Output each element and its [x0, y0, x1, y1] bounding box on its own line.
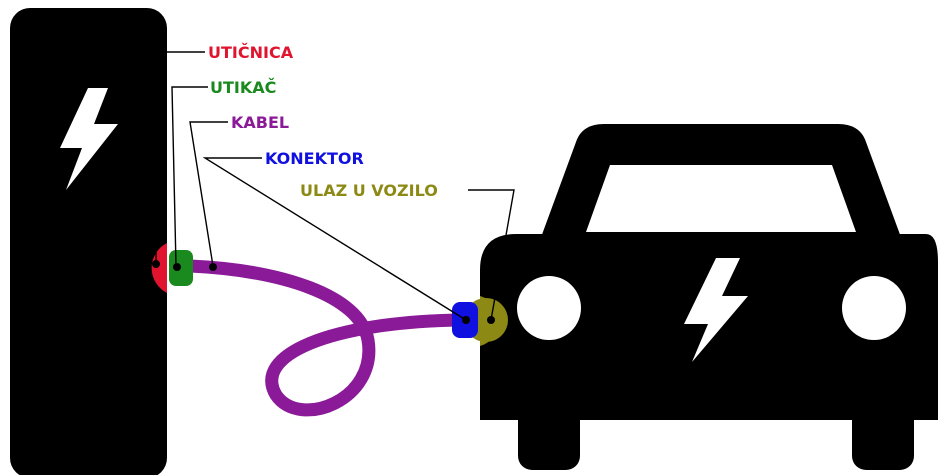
charging-station [10, 8, 167, 475]
label-utikac: UTIKAČ [210, 78, 276, 97]
label-uticnica: UTIČNICA [208, 43, 294, 62]
car [480, 124, 938, 470]
leader-lines [155, 51, 515, 321]
label-konektor: KONEKTOR [265, 149, 364, 168]
label-ulaz: ULAZ U VOZILO [300, 181, 438, 200]
leader-konektor [202, 157, 467, 321]
dot-ulaz [487, 316, 495, 324]
leader-utikac [171, 86, 208, 267]
leader-ulaz [468, 189, 515, 321]
car-headlight-left [517, 276, 581, 340]
leader-uticnica [155, 51, 205, 263]
plug-utikac [169, 250, 193, 286]
cable [183, 259, 467, 417]
car-lightning-bolt-icon [684, 258, 748, 362]
marker-dots [152, 260, 495, 324]
leader-kabel [189, 121, 228, 267]
car-window [586, 165, 856, 232]
dot-uticnica [152, 260, 160, 268]
dot-utikac [173, 263, 181, 271]
dot-konektor [462, 316, 470, 324]
charging-station-body [10, 8, 167, 475]
dot-kabel [209, 263, 217, 271]
station-lightning-bolt-icon [60, 88, 118, 190]
car-headlight-right [842, 276, 906, 340]
label-kabel: KABEL [231, 113, 289, 132]
